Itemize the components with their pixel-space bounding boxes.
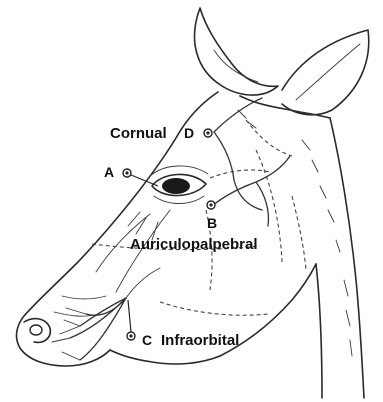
muscle-contours (92, 120, 306, 315)
eye (150, 166, 208, 204)
label-b: B (207, 215, 217, 231)
hair-texture (238, 110, 352, 356)
label-d: D (184, 125, 194, 141)
horn (195, 8, 278, 95)
ear (282, 30, 369, 115)
label-auriculopalpebral: Auriculopalpebral (130, 236, 258, 253)
label-infraorbital: Infraorbital (161, 332, 239, 349)
nerve-branches (52, 98, 290, 360)
label-cornual: Cornual (110, 125, 167, 142)
injection-sites (123, 129, 215, 340)
label-a: A (104, 164, 114, 180)
muzzle (24, 319, 50, 343)
label-c: C (142, 332, 152, 348)
labels: Cornual D A B Auriculopalpebral C Infrao… (104, 125, 258, 349)
